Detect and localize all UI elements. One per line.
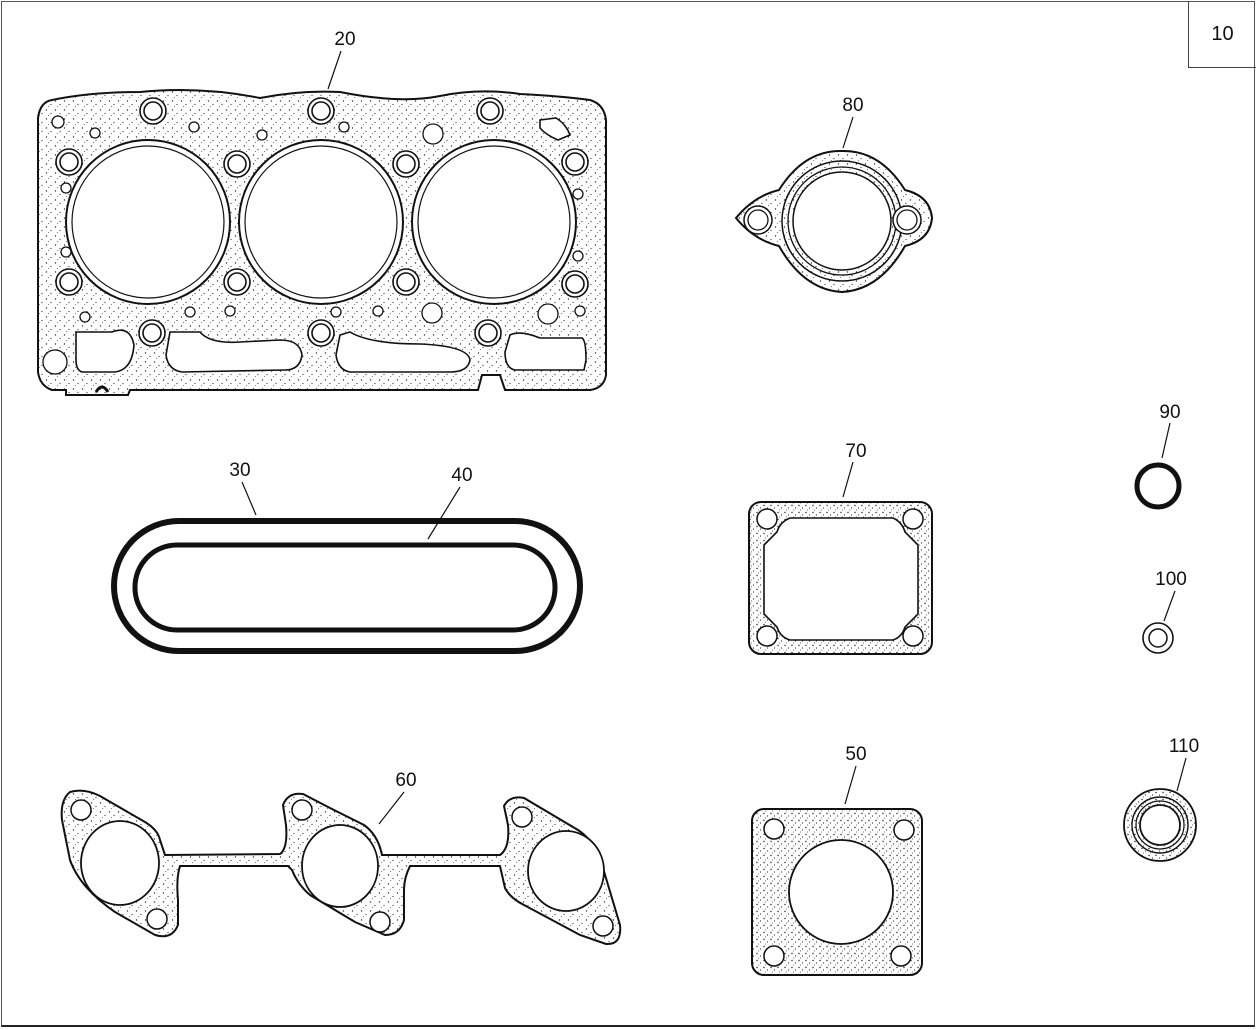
callout-20: 20 [334,29,355,50]
part-110-seal-ring[interactable] [1123,788,1197,862]
part-80-two-bolt-flange-gasket[interactable] [734,149,934,294]
callout-110: 110 [1169,736,1199,757]
leader-90 [1161,422,1171,459]
leader-100 [1163,590,1176,622]
callout-90: 90 [1159,402,1180,423]
part-60-exhaust-manifold-gasket[interactable] [60,789,622,946]
leader-50 [844,765,857,805]
leader-80 [842,116,854,149]
part-70-rectangular-cover-gasket[interactable] [748,501,933,655]
callout-100: 100 [1155,569,1187,590]
part-20-cylinder-head-gasket[interactable] [37,89,607,396]
page-number-box: 10 [1188,1,1256,68]
callout-80: 80 [842,95,863,116]
part-50-square-flange-gasket[interactable] [751,808,923,976]
leader-30 [241,481,257,516]
callout-50: 50 [845,744,866,765]
part-40-inner-seal-ring[interactable] [132,542,558,633]
page-number: 10 [1211,22,1234,45]
part-30-outer-seal-ring[interactable] [111,518,583,654]
leader-40 [427,486,461,540]
leader-110 [1176,757,1187,792]
callout-40: 40 [451,465,472,486]
callout-30: 30 [229,460,250,481]
leader-60 [378,791,405,825]
leader-20 [327,50,342,90]
part-100-washer[interactable] [1142,622,1174,654]
callout-70: 70 [845,441,866,462]
part-90-o-ring[interactable] [1134,462,1182,510]
leader-70 [842,461,854,498]
callout-60: 60 [395,770,416,791]
